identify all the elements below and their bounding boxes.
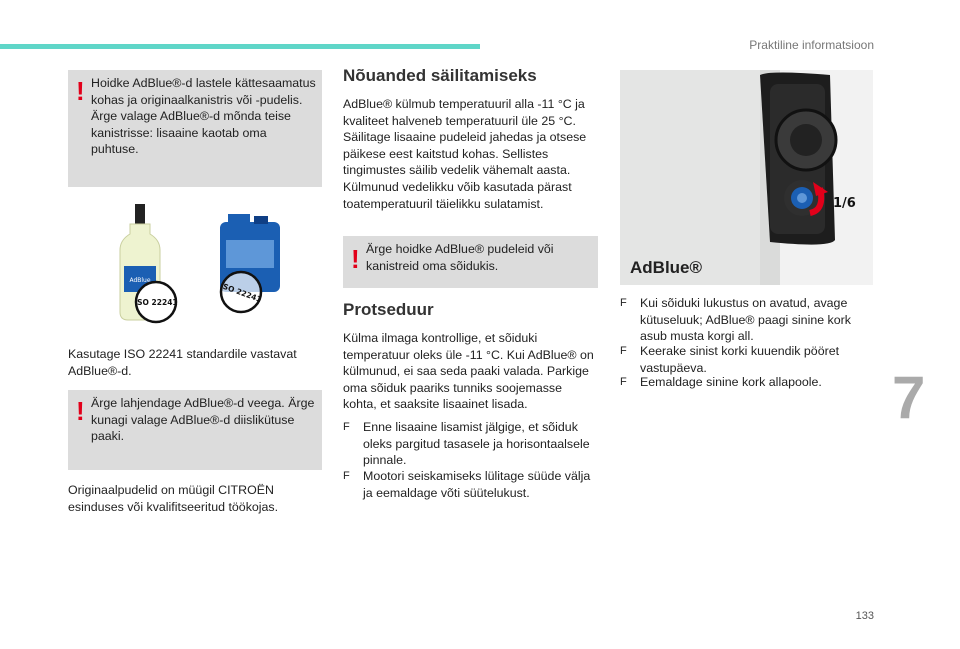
list-item: F Kui sõiduki lukustus on avatud, avage … [620, 296, 851, 344]
warning-icon: ! [76, 76, 85, 106]
image-caption: AdBlue® [630, 258, 703, 277]
page-number: 133 [855, 610, 874, 622]
adblue-containers-illustration: AdBlue ISO 22241 ISO 22241 [108, 196, 288, 331]
warning-box-dilution: ! Ärge lahjendage AdBlue®-d veega. Ärge … [68, 390, 322, 470]
warning-box-storage: ! Hoidke AdBlue®-d lastele kättesaamatus… [68, 70, 322, 187]
section-title: Praktiline informatsioon [749, 38, 874, 52]
bullet-marker: F [620, 345, 627, 357]
bottle-label: AdBlue [129, 277, 150, 284]
bullet-marker: F [343, 421, 350, 433]
list-item: F Eemaldage sinine kork allapoole. [620, 375, 822, 389]
procedure-paragraph: Külma ilmaga kontrollige, et sõiduki tem… [343, 331, 594, 412]
storage-paragraph: AdBlue® külmub temperatuuril alla -11 °C… [343, 97, 587, 211]
rotation-label: 1/6 [833, 196, 856, 211]
warning-icon: ! [351, 244, 360, 274]
list-item: F Keerake sinist korki kuuendik pööret v… [620, 344, 840, 375]
list-item: F Mootori seiskamiseks lülitage süüde vä… [343, 469, 591, 500]
warning-text: Hoidke AdBlue®-d lastele kättesaamatus k… [91, 76, 316, 157]
warning-box-vehicle: ! Ärge hoidke AdBlue® pudeleid või kanis… [343, 236, 598, 288]
original-bottles-paragraph: Originaalpudelid on müügil CITROËN esind… [68, 483, 279, 514]
bullet-marker: F [343, 470, 350, 482]
iso-label: ISO 22241 [134, 298, 177, 307]
bullet-marker: F [620, 376, 627, 388]
warning-text: Ärge hoidke AdBlue® pudeleid või kanistr… [366, 242, 554, 273]
header-accent-bar [0, 44, 480, 49]
warning-icon: ! [76, 396, 85, 426]
list-item: F Enne lisaaine lisamist jälgige, et sõi… [343, 420, 590, 468]
iso-standard-paragraph: Kasutage ISO 22241 standardile vastavat … [68, 347, 297, 378]
adblue-filler-photo: 1/6 AdBlue® [620, 70, 873, 285]
storage-heading: Nõuanded säilitamiseks [343, 66, 537, 85]
bullet-marker: F [620, 297, 627, 309]
blue-cap-icon [784, 180, 820, 216]
iso-badge-icon: ISO 22241 [219, 270, 263, 314]
chapter-number: 7 [892, 364, 926, 431]
procedure-heading: Protseduur [343, 300, 434, 319]
warning-text: Ärge lahjendage AdBlue®-d veega. Ärge ku… [91, 396, 315, 444]
black-cap-icon [774, 108, 838, 172]
iso-badge-icon: ISO 22241 [134, 280, 178, 324]
